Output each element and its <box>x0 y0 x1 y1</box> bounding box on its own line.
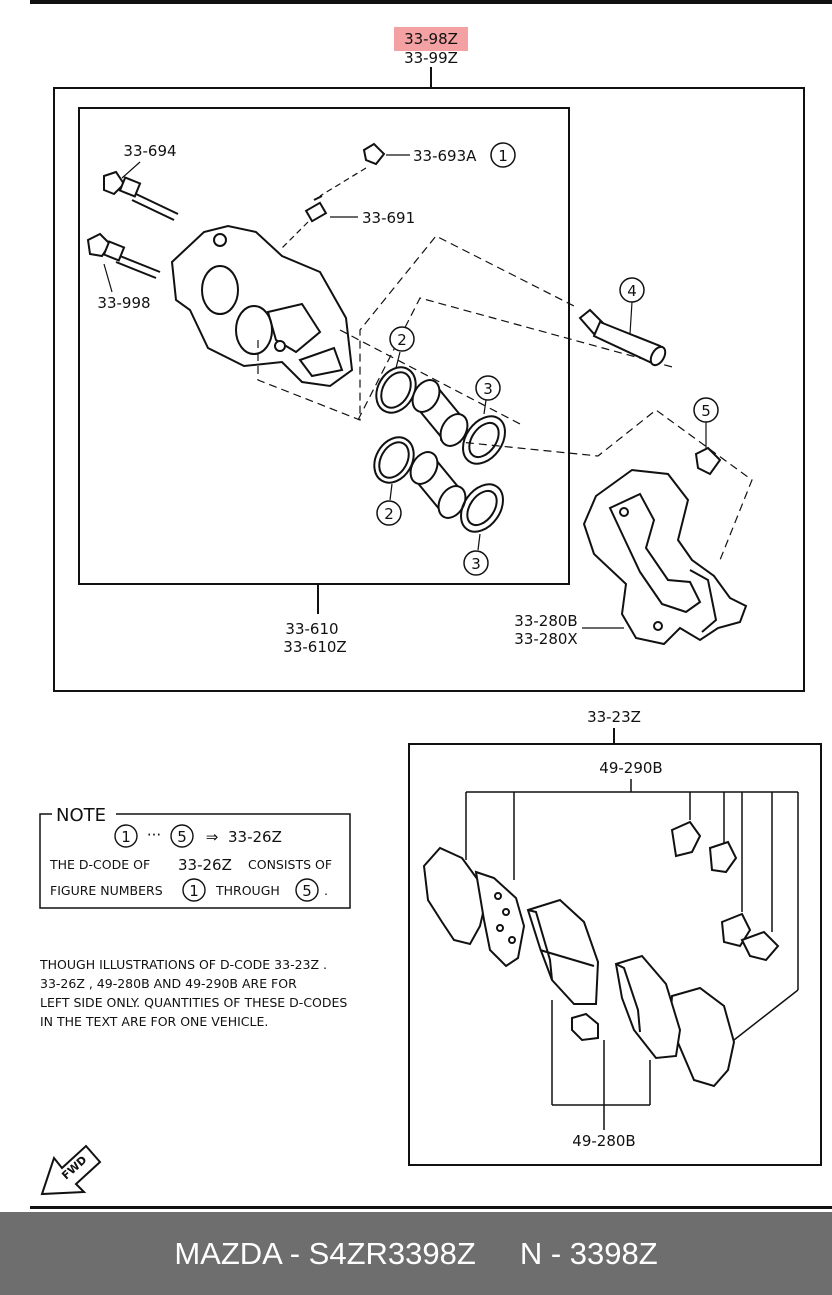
note-line2-b: CONSISTS OF <box>248 857 332 872</box>
note-line3-ref1: 1 <box>189 882 199 900</box>
disclaimer-line2: 33-26Z , 49-280B AND 49-290B ARE FOR <box>40 976 297 991</box>
note-kit-code[interactable]: 33-26Z <box>228 828 282 846</box>
pad-code[interactable]: 49-290B <box>599 759 662 777</box>
bracket-code-b[interactable]: 33-280B <box>514 612 577 630</box>
caliper-assembly-frame <box>53 87 805 692</box>
footer-brand-part: MAZDA - S4ZR3398Z <box>174 1235 476 1271</box>
shim-clip-icon <box>571 1012 599 1042</box>
dust-boot-ref-lower: 3 <box>471 555 481 573</box>
caliper-bracket-icon <box>582 468 748 646</box>
clip-icon <box>670 820 780 962</box>
parts-diagram: 33-98Z 33-99Z 33-694 33-998 33-693A 1 33… <box>30 0 832 1209</box>
bolt-b-icon <box>86 232 161 279</box>
piston-icon <box>409 379 469 519</box>
caliper-body-code-z[interactable]: 33-610Z <box>283 638 346 656</box>
bolt-a-label[interactable]: 33-694 <box>123 142 176 160</box>
note-line3-ref2: 5 <box>302 882 312 900</box>
shim-icon <box>422 846 736 1088</box>
note-line2-code[interactable]: 33-26Z <box>178 856 232 874</box>
assembly-code-highlighted[interactable]: 33-98Z <box>404 30 458 48</box>
caliper-body-icon <box>170 224 354 388</box>
pad-set-frame <box>408 743 822 1166</box>
bolt-a-icon <box>103 170 179 221</box>
brake-pad-icon <box>526 898 682 1060</box>
note-title: NOTE <box>56 805 106 826</box>
note-line2-a: THE D-CODE OF <box>49 857 150 872</box>
footer-ref: N - 3398Z <box>519 1235 658 1271</box>
footer-bar: MAZDA - S4ZR3398Z N - 3398Z <box>0 1212 832 1295</box>
bleeder-screw-label[interactable]: 33-691 <box>362 209 415 227</box>
note-arrow: ⇒ <box>206 828 219 846</box>
bleeder-cap-ref: 1 <box>498 147 508 165</box>
note-line3-a: FIGURE NUMBERS <box>50 883 163 898</box>
guide-pin-ref: 4 <box>627 282 637 300</box>
note-ellipsis: ··· <box>147 826 161 844</box>
disclaimer-line1: THOUGH ILLUSTRATIONS OF D-CODE 33-23Z . <box>39 957 327 972</box>
note-line3-b: THROUGH <box>215 883 280 898</box>
bolt-b-label[interactable]: 33-998 <box>97 294 150 312</box>
bleeder-screw-icon <box>304 195 328 223</box>
bleeder-cap-icon <box>362 142 386 166</box>
piston-seal-ref-upper: 2 <box>397 331 407 349</box>
pad-set-code[interactable]: 33-23Z <box>587 708 641 726</box>
note-ref-end: 5 <box>177 828 187 846</box>
disclaimer-line4: IN THE TEXT ARE FOR ONE VEHICLE. <box>40 1014 268 1029</box>
highlight-box <box>394 27 468 51</box>
bracket-code-x[interactable]: 33-280X <box>514 630 577 648</box>
shim-code[interactable]: 49-280B <box>572 1132 635 1150</box>
pin-boot-ref: 5 <box>701 402 711 420</box>
piston-seal-ref-lower: 2 <box>384 505 394 523</box>
fwd-arrow-icon <box>40 1144 102 1196</box>
dust-boot-ref-upper: 3 <box>483 380 493 398</box>
pin-boot-icon <box>694 446 722 476</box>
piston-seal-icon <box>373 366 417 484</box>
caliper-body-code[interactable]: 33-610 <box>285 620 338 638</box>
dust-boot-icon <box>460 415 506 533</box>
note-line3-c: . <box>324 883 328 898</box>
note-ref-start: 1 <box>121 828 131 846</box>
bleeder-cap-label[interactable]: 33-693A <box>413 147 477 165</box>
guide-pin-icon <box>578 308 667 367</box>
disclaimer-line3: LEFT SIDE ONLY. QUANTITIES OF THESE D-CO… <box>40 995 347 1010</box>
caliper-guide-lines <box>257 235 753 561</box>
assembly-code[interactable]: 33-99Z <box>404 49 458 67</box>
caliper-body-frame <box>78 107 570 585</box>
